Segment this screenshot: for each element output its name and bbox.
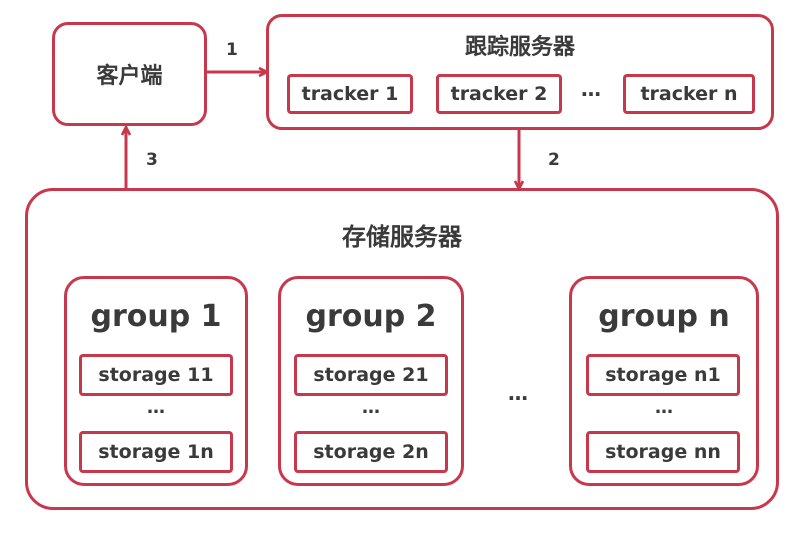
group-n-title: group n — [598, 299, 730, 334]
groups-ellipsis: … — [508, 381, 528, 405]
edge-label-3: 3 — [146, 150, 158, 170]
tracker-1: tracker 1 — [287, 74, 413, 114]
group-1: group 1 storage 11 … storage 1n — [64, 276, 248, 486]
edge-label-2: 2 — [548, 150, 560, 170]
group-2-ellipsis: … — [362, 397, 380, 418]
group-1-ellipsis: … — [147, 397, 165, 418]
group-n-ellipsis: … — [655, 397, 673, 418]
group-n: group n storage n1 … storage nn — [569, 276, 759, 486]
storage-n1: storage n1 — [586, 354, 740, 396]
edge-label-1: 1 — [226, 40, 238, 60]
tracker-2: tracker 2 — [436, 74, 562, 114]
storage-21: storage 21 — [294, 354, 448, 396]
storage-1n: storage 1n — [79, 431, 233, 473]
group-1-title: group 1 — [90, 299, 222, 334]
client-label: 客户端 — [96, 64, 163, 89]
tracker-server-node: 跟踪服务器 tracker 1 tracker 2 … tracker n — [266, 14, 774, 130]
group-2: group 2 storage 21 … storage 2n — [278, 276, 464, 486]
group-2-title: group 2 — [305, 299, 437, 334]
tracker-server-title: 跟踪服务器 — [464, 35, 575, 60]
storage-11: storage 11 — [79, 354, 233, 396]
storage-server-title: 存储服务器 — [342, 223, 462, 251]
storage-nn: storage nn — [586, 431, 740, 473]
tracker-ellipsis: … — [581, 77, 601, 101]
storage-server-node: 存储服务器 group 1 storage 11 … storage 1n gr… — [25, 188, 779, 510]
storage-2n: storage 2n — [294, 431, 448, 473]
tracker-n: tracker n — [623, 74, 755, 114]
client-node: 客户端 — [52, 22, 207, 126]
